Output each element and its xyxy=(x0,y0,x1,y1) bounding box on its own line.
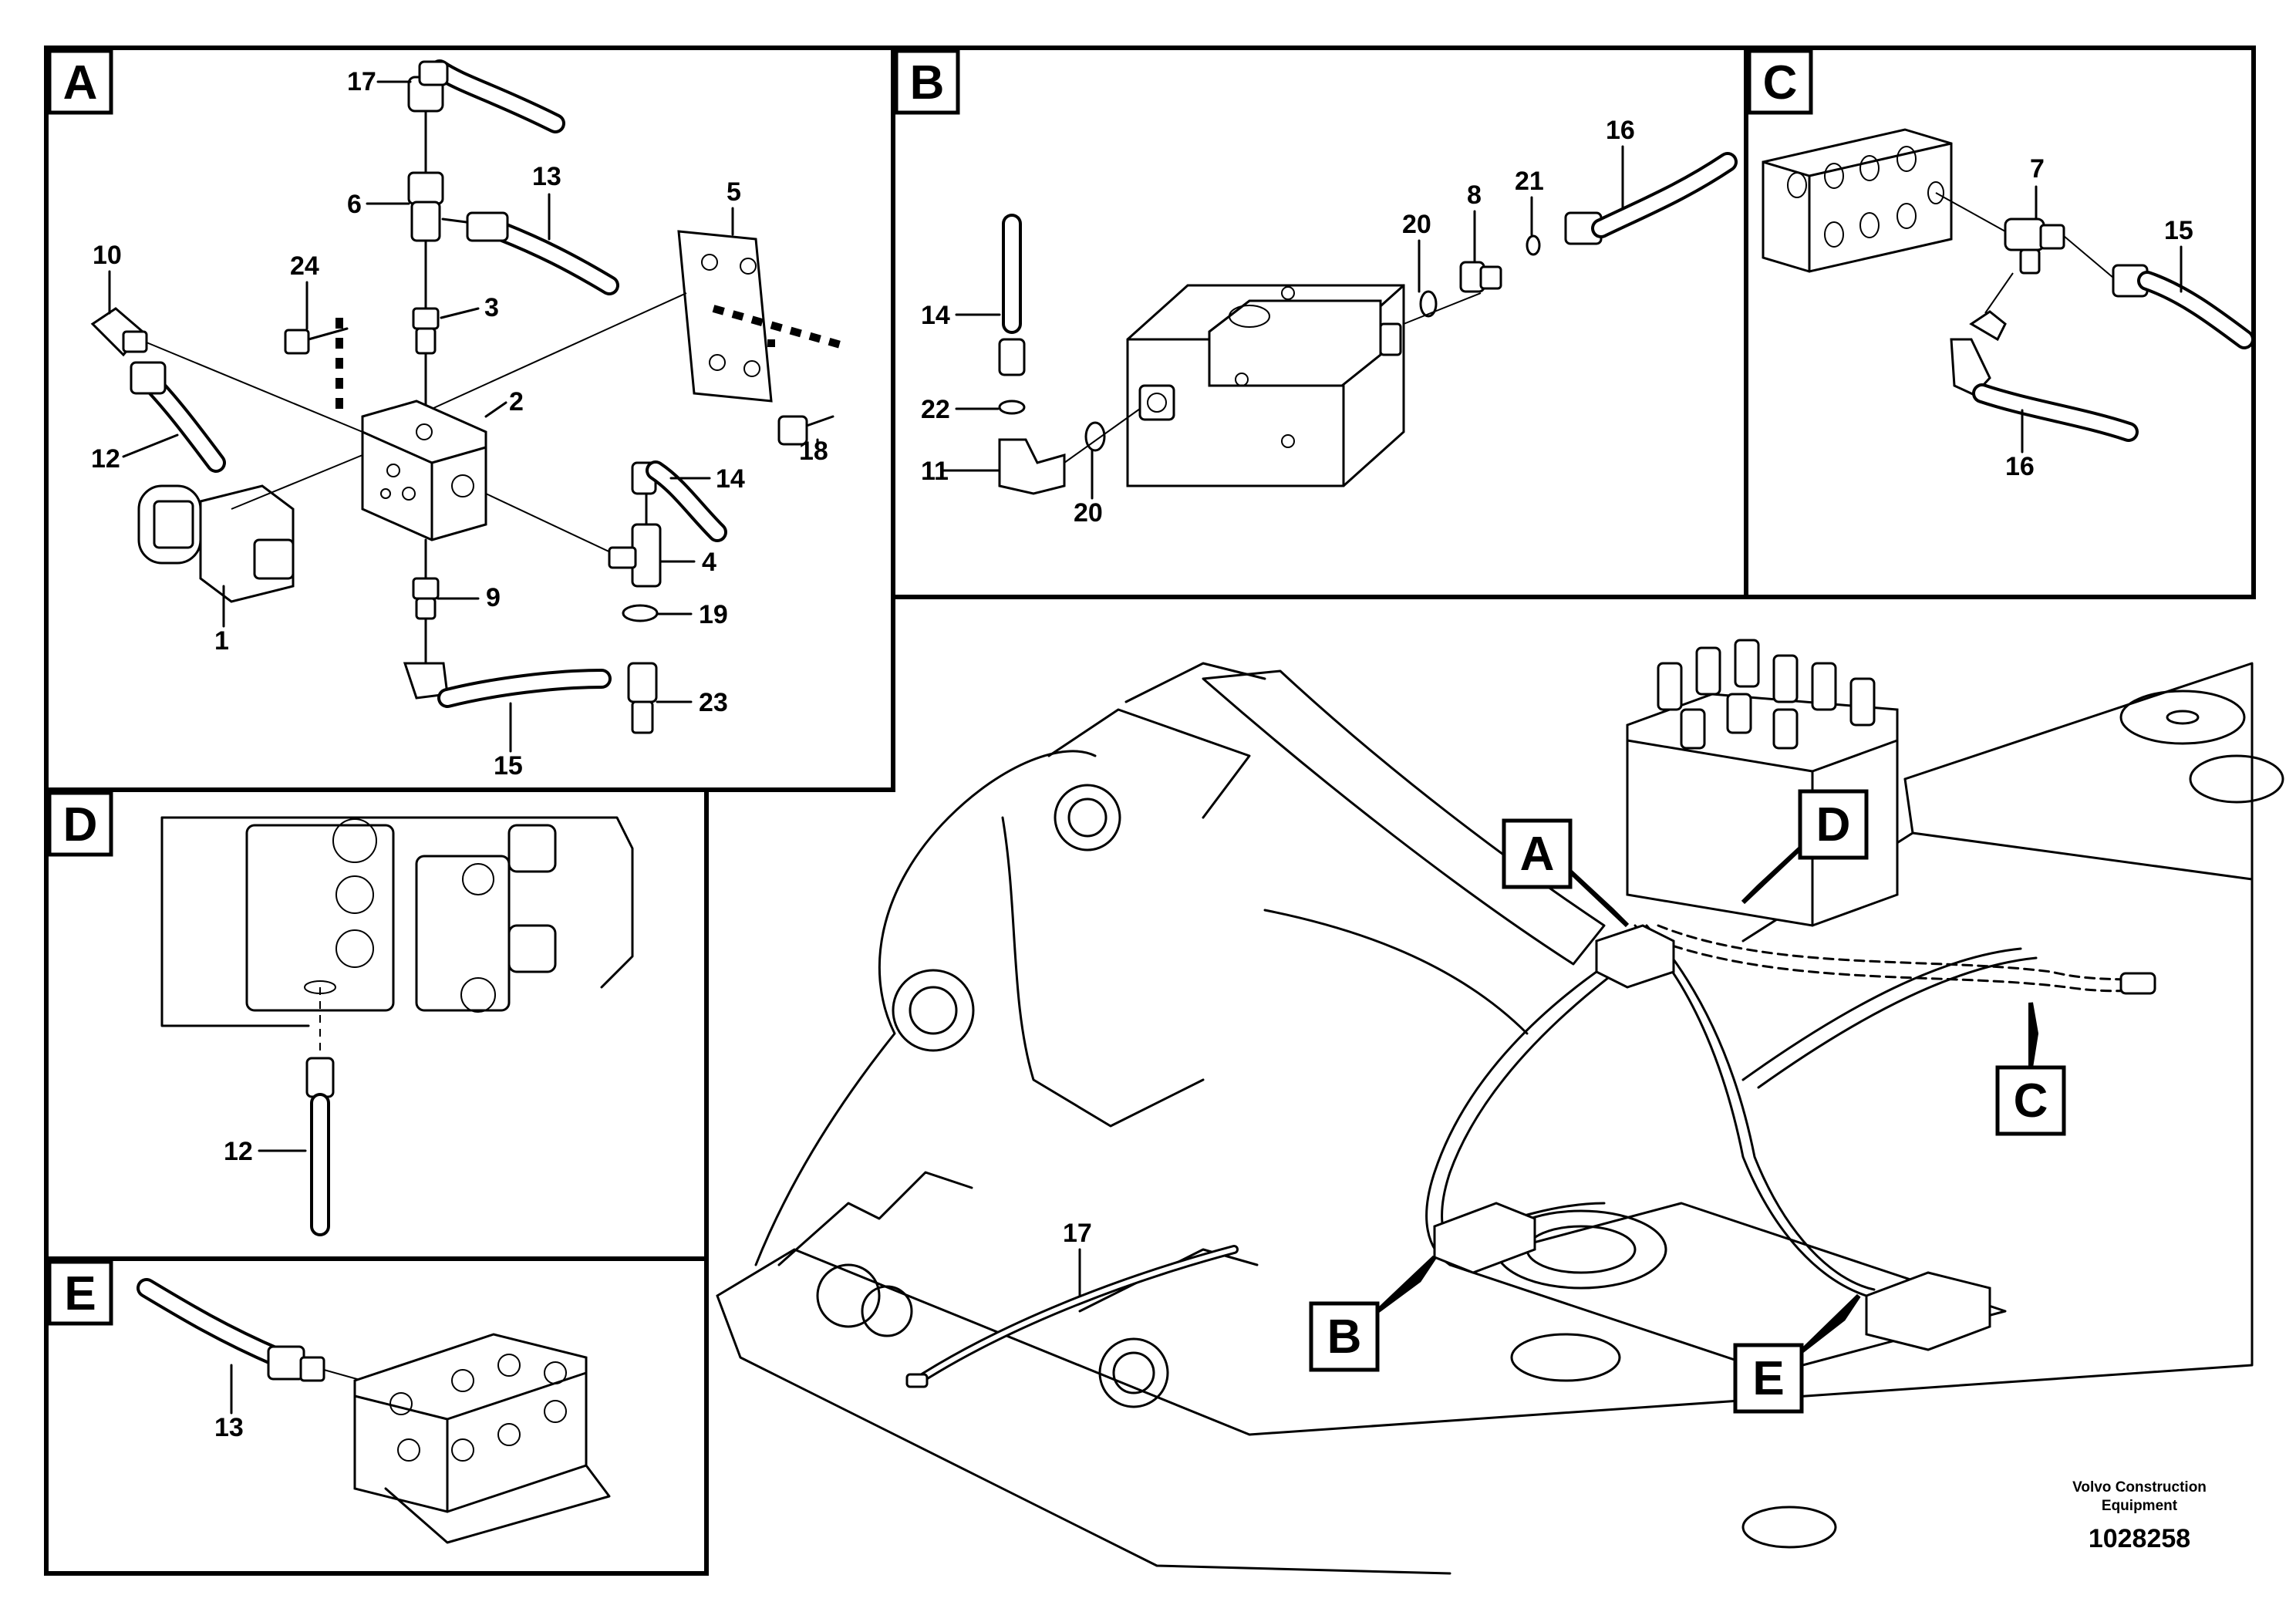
label-overview-17: 17 xyxy=(1063,1219,1092,1248)
callout-a-letter: A xyxy=(1520,828,1555,881)
overview-callout-a: A xyxy=(1502,818,1630,928)
label-a-10: 10 xyxy=(93,241,122,270)
label-c-7: 7 xyxy=(2030,154,2045,184)
panel-c-letter: C xyxy=(1763,56,1798,110)
label-d-12: 12 xyxy=(224,1137,253,1166)
overview-drawing xyxy=(716,639,2284,1575)
label-a-19: 19 xyxy=(699,600,728,629)
panel-c-frame xyxy=(1744,46,2256,599)
label-a-9: 9 xyxy=(486,583,501,612)
label-a-15: 15 xyxy=(494,751,523,781)
label-a-6: 6 xyxy=(347,190,362,219)
label-b-14: 14 xyxy=(921,301,950,330)
drawing-number: 1028258 xyxy=(2089,1524,2190,1553)
panel-c-labels: 7 15 16 xyxy=(2005,154,2193,481)
overview-callout-b: B xyxy=(1309,1255,1437,1372)
panel-a-drawing xyxy=(90,59,850,734)
panel-b-drawing xyxy=(998,152,1738,495)
label-a-3: 3 xyxy=(484,293,499,322)
callout-c-letter: C xyxy=(2014,1074,2048,1128)
panel-b-letter: B xyxy=(910,56,945,110)
label-b-22: 22 xyxy=(921,395,950,424)
label-a-14: 14 xyxy=(716,464,745,494)
panel-a-labels: 17 6 13 10 24 3 5 2 12 18 14 1 4 9 19 23… xyxy=(91,67,828,781)
footer: Volvo Construction Equipment 1028258 xyxy=(2072,1479,2207,1553)
panel-d-tab: D xyxy=(47,791,113,857)
panel-e-drawing xyxy=(137,1278,611,1544)
panel-a-letter: A xyxy=(63,56,98,110)
label-b-20-right: 20 xyxy=(1402,210,1431,239)
panel-a-tab: A xyxy=(47,49,113,115)
panel-d-drawing xyxy=(160,816,634,1236)
label-c-16: 16 xyxy=(2005,452,2035,481)
callout-e-letter: E xyxy=(1752,1352,1784,1405)
overview-callout-d: D xyxy=(1741,789,1869,905)
panel-e-letter: E xyxy=(64,1267,96,1320)
label-a-4: 4 xyxy=(702,548,716,577)
panel-e-frame xyxy=(44,1256,709,1576)
panel-d-labels: 12 xyxy=(224,1137,307,1166)
overview-callout-c: C xyxy=(1995,1002,2066,1136)
label-a-18: 18 xyxy=(799,437,828,466)
label-a-12: 12 xyxy=(91,444,120,474)
callout-b-letter: B xyxy=(1327,1310,1362,1364)
label-b-21: 21 xyxy=(1515,167,1544,196)
label-e-13: 13 xyxy=(214,1413,244,1442)
label-a-17: 17 xyxy=(347,67,376,96)
brand-line-2: Equipment xyxy=(2102,1498,2178,1514)
label-c-15: 15 xyxy=(2164,216,2193,245)
label-a-5: 5 xyxy=(727,177,741,207)
label-b-16: 16 xyxy=(1606,116,1635,145)
panel-c-drawing xyxy=(1762,128,2254,442)
panel-d-letter: D xyxy=(63,798,98,851)
label-b-8: 8 xyxy=(1467,180,1482,210)
callout-d-letter: D xyxy=(1816,798,1851,851)
label-a-24: 24 xyxy=(290,251,319,281)
overview-callout-e: E xyxy=(1733,1293,1861,1414)
panel-e-labels: 13 xyxy=(214,1364,244,1442)
overview-labels: 17 xyxy=(1063,1219,1092,1297)
panel-e-tab: E xyxy=(47,1259,113,1326)
panel-c-tab: C xyxy=(1747,49,1813,115)
panel-b-tab: B xyxy=(894,49,960,115)
label-a-2: 2 xyxy=(509,387,524,416)
panel-b-labels: 16 20 8 21 14 22 11 20 xyxy=(921,116,1635,528)
label-a-1: 1 xyxy=(214,626,229,656)
label-a-23: 23 xyxy=(699,688,728,717)
label-b-20-left: 20 xyxy=(1074,498,1103,528)
label-a-13: 13 xyxy=(532,162,561,191)
brand-line-1: Volvo Construction xyxy=(2072,1479,2207,1496)
